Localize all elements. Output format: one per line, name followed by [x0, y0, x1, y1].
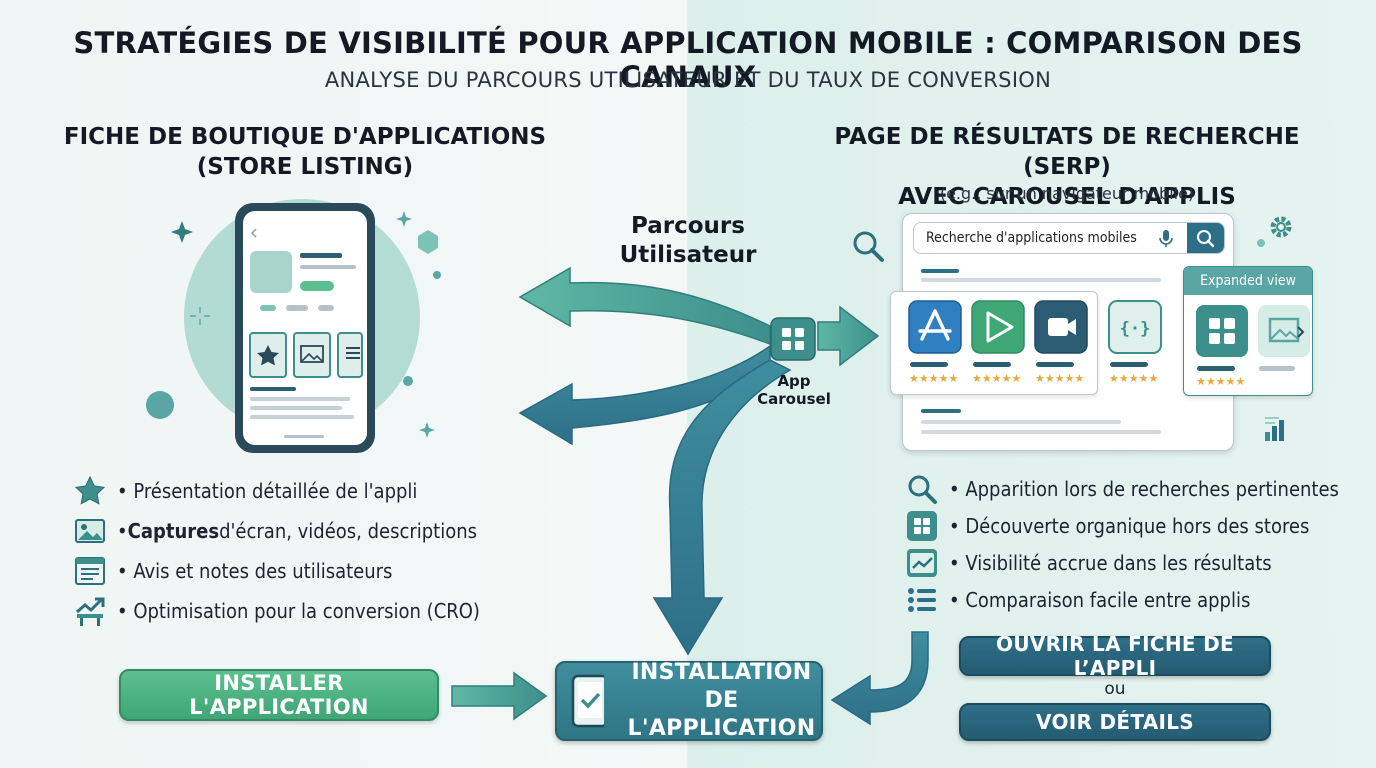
carousel-stars: ★★★★★ [1196, 375, 1245, 388]
arrow-to-store-listing-lower [518, 344, 771, 446]
expanded-view-card[interactable]: Expanded view ★★★★★ [1183, 266, 1313, 396]
image-icon [75, 519, 105, 543]
store-listing-title-line2: (STORE LISTING) [196, 154, 414, 180]
carousel-stars: ★★★★★ [972, 372, 1021, 385]
chevron-right-icon [1297, 326, 1305, 338]
bullet-presentation: • Présentation détaillée de l'appli [73, 474, 480, 508]
review-document-icon [75, 557, 105, 585]
screenshot-thumb [293, 332, 331, 378]
bullet-apparition: • Apparition lors de recherches pertinen… [905, 472, 1339, 506]
bullet-captures: • Captures d'écran, vidéos, descriptions [73, 514, 480, 548]
serp-title-line1: PAGE DE RÉSULTATS DE RECHERCHE (SERP) [834, 124, 1300, 180]
carousel-card-video-app[interactable]: ★★★★★ [1034, 300, 1088, 385]
phone-check-icon [571, 674, 604, 728]
arrow-serp-to-center [830, 631, 929, 726]
decor-dot-icon [1257, 239, 1265, 247]
carousel-card-app-store[interactable]: ★★★★★ [908, 300, 962, 385]
serp-search-input[interactable]: Recherche d'applications mobiles [913, 222, 1225, 254]
carousel-stars: ★★★★★ [1109, 372, 1158, 385]
store-listing-title-line1: FICHE DE BOUTIQUE D'APPLICATIONS [63, 124, 547, 150]
arrow-to-serp [817, 305, 880, 367]
search-icon [908, 475, 937, 504]
installation-label: INSTALLATION DE L'APPLICATION [627, 660, 816, 741]
serp-title-line2: AVEC CAROUSEL D'APPLIS [898, 184, 1236, 210]
video-camera-icon [1048, 318, 1068, 336]
grid-icon [907, 511, 937, 541]
user-journey-label: Parcours Utilisateur [619, 213, 757, 268]
carousel-stars: ★★★★★ [909, 372, 958, 385]
decor-dot-icon [146, 391, 174, 419]
play-store-icon [986, 311, 1014, 343]
bar-chart-icon [1265, 417, 1284, 441]
expanded-view-content: ★★★★★ [1196, 305, 1310, 388]
open-app-listing-button[interactable]: OUVRIR LA FICHE DE L’APPLI [959, 632, 1271, 680]
carousel-stars: ★★★★★ [1035, 372, 1084, 385]
screenshot-thumb [337, 332, 363, 378]
serp-bullets: • Apparition lors de recherches pertinen… [905, 472, 1339, 617]
star-icon [74, 475, 106, 505]
store-listing-bullets: • Présentation détaillée de l'appli • Ca… [73, 474, 480, 628]
search-icon [1197, 230, 1215, 248]
crosshair-icon [190, 307, 210, 325]
get-button-mock [300, 281, 334, 291]
image-icon [301, 352, 323, 362]
app-store-icon [918, 309, 952, 341]
star-icon [257, 345, 279, 366]
app-carousel-label: App Carousel [757, 372, 831, 408]
decor-dot-icon [403, 376, 413, 386]
arrow-to-installation [652, 359, 792, 656]
app-carousel-grid-icon [770, 317, 816, 361]
growth-chart-icon [76, 597, 105, 626]
trend-icon [907, 549, 937, 577]
image-icon [1268, 317, 1300, 343]
app-carousel-items: ★★★★★ ★★★★★ ★★★★★ {·} ★★★★★ [908, 300, 1162, 385]
bullet-decouverte: • Découverte organique hors des stores [905, 509, 1339, 543]
decor-dot-icon [433, 271, 441, 279]
carousel-card-dev-app[interactable]: {·} ★★★★★ [1108, 300, 1162, 385]
back-chevron-icon [250, 228, 257, 238]
gear-icon [1270, 216, 1292, 238]
store-listing-title: FICHE DE BOUTIQUE D'APPLICATIONS (STORE … [60, 122, 550, 182]
serp-note: (e.g., sur un navigateur mobile) [939, 184, 1195, 203]
bullet-comparaison: • Comparaison facile entre applis [905, 583, 1339, 617]
magnifier-icon [853, 231, 884, 262]
bullet-visibilite: • Visibilité accrue dans les résultats [905, 546, 1339, 580]
sparkle-icon [396, 211, 412, 227]
microphone-icon[interactable] [1157, 228, 1175, 248]
bullet-reviews: • Avis et notes des utilisateurs [73, 554, 480, 588]
or-separator: ou [1104, 679, 1126, 699]
installation-box[interactable]: INSTALLATION DE L'APPLICATION [555, 660, 823, 741]
install-app-button[interactable]: INSTALLER L'APPLICATION [119, 669, 439, 721]
hexagon-icon [418, 230, 438, 254]
page-title: STRATÉGIES DE VISIBILITÉ POUR APPLICATIO… [73, 26, 1303, 94]
arrow-install-to-center [451, 671, 548, 721]
view-details-button[interactable]: VOIR DÉTAILS [959, 703, 1271, 741]
list-icon [908, 588, 936, 612]
arrow-to-store-listing [518, 266, 771, 346]
sparkle-icon [419, 422, 435, 438]
carousel-card-play-store[interactable]: ★★★★★ [971, 300, 1025, 385]
page-subtitle: ANALYSE DU PARCOURS UTILISATEUR ET DU TA… [324, 68, 1052, 92]
serp-title: PAGE DE RÉSULTATS DE RECHERCHE (SERP) AV… [800, 122, 1334, 212]
sparkle-icon [171, 221, 193, 243]
bullet-cro: • Optimisation pour la conversion (CRO) [73, 594, 480, 628]
search-button[interactable] [1187, 223, 1224, 253]
code-braces-icon: {·} [1120, 319, 1151, 339]
app-icon-placeholder [250, 251, 292, 293]
phone-illustration [146, 199, 441, 453]
expanded-view-title: Expanded view [1184, 267, 1312, 295]
